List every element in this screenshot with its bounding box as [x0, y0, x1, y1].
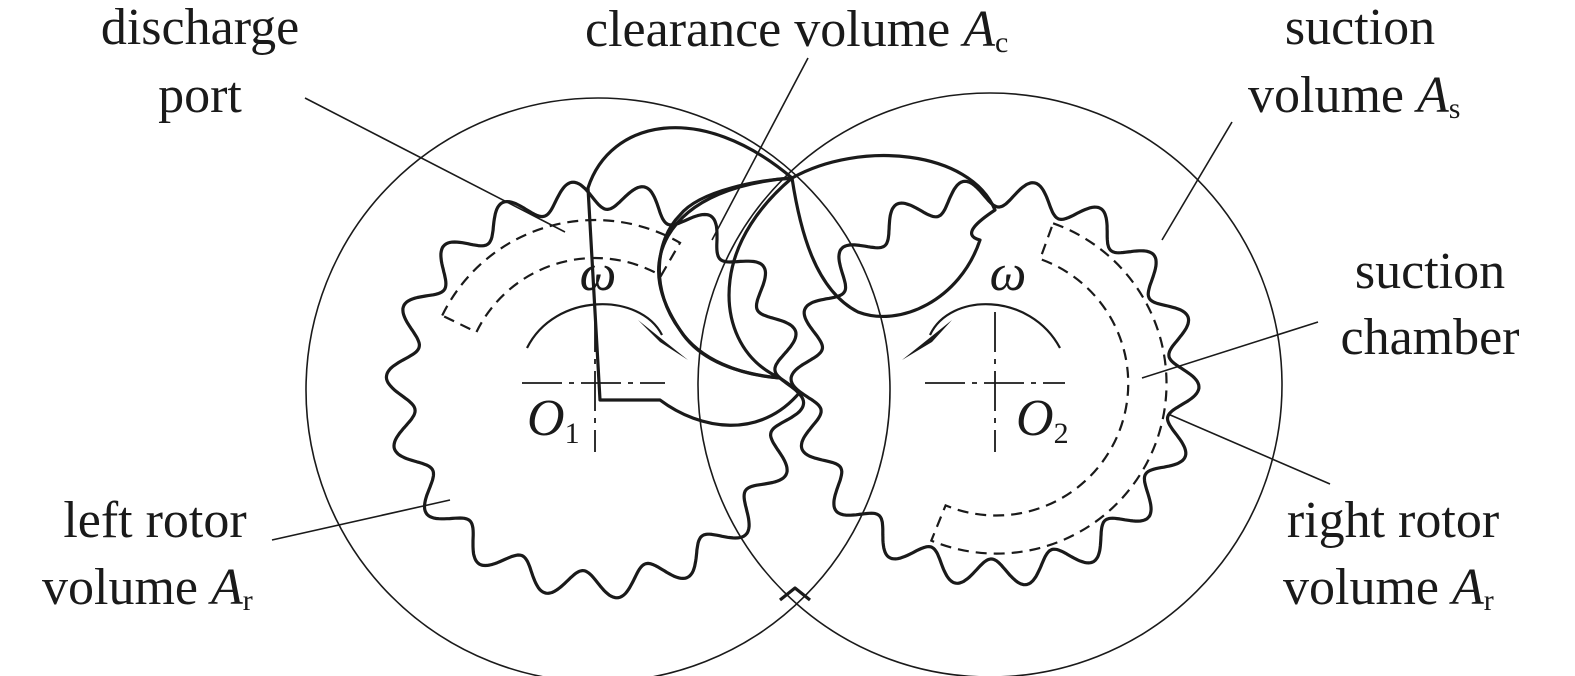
- clearance-region: [586, 126, 997, 427]
- label-discharge-line1: discharge: [101, 0, 299, 56]
- label-center-o2: O2: [1016, 390, 1069, 450]
- discharge-port-outline: [440, 218, 682, 334]
- centerline-right: [925, 312, 1065, 452]
- label-right-rotor-line2: volume Ar: [1283, 559, 1494, 617]
- centerline-left: [522, 312, 665, 452]
- leader-suction-volume: [1161, 121, 1233, 241]
- label-discharge-line2: port: [158, 67, 242, 124]
- housing-notch: [779, 586, 811, 602]
- label-right-rotor-line1: right rotor: [1287, 492, 1499, 549]
- arrow-head-left-icon: [638, 320, 688, 360]
- leader-right-rotor: [1167, 413, 1331, 485]
- rotation-arrow-left: [526, 303, 688, 360]
- suction-chamber-outline: [929, 221, 1168, 555]
- arrow-head-right-icon: [902, 320, 952, 360]
- label-clearance-volume: clearance volume Ac: [585, 1, 1008, 59]
- leader-left-rotor: [271, 499, 451, 541]
- label-omega-right: ω: [990, 245, 1027, 302]
- label-suction-chamber-line2: chamber: [1340, 309, 1519, 366]
- housing-body: [305, 92, 1283, 676]
- label-left-rotor-line2: volume Ar: [42, 559, 253, 617]
- rotation-arrow-right: [902, 303, 1061, 360]
- label-omega-left: ω: [580, 245, 617, 302]
- label-center-o1: O1: [527, 390, 580, 450]
- label-suction-chamber-line1: suction: [1355, 243, 1505, 300]
- label-suction-volume-line1: suction: [1285, 0, 1435, 56]
- label-suction-volume-line2: volume As: [1248, 67, 1460, 125]
- leader-clearance-volume: [711, 57, 809, 241]
- leader-suction-chamber: [1141, 321, 1319, 379]
- right-rotor-outline: [789, 179, 1201, 587]
- left-rotor-outline: [384, 180, 806, 600]
- leader-discharge-port: [304, 97, 566, 233]
- label-left-rotor-line1: left rotor: [63, 492, 246, 549]
